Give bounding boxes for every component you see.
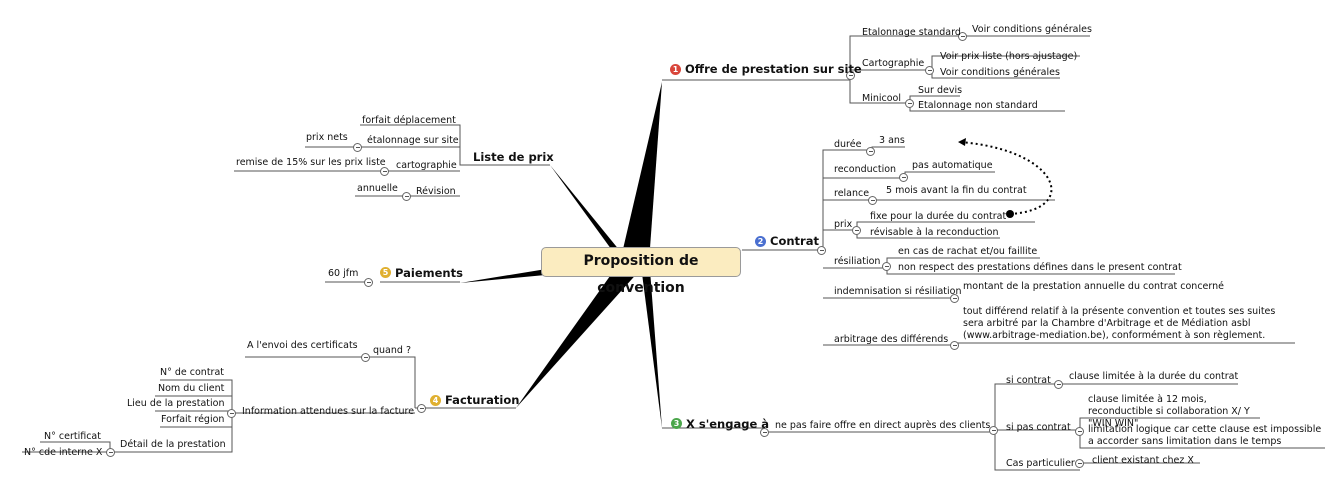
subtopic-si-pas-contrat-12mois[interactable]: clause limitée à 12 mois, reconductible …: [1088, 394, 1250, 429]
subtopic-minicool-nonstandard[interactable]: Etalonnage non standard: [918, 100, 1038, 111]
topic-facturation[interactable]: Facturation: [445, 393, 520, 407]
subtopic-minicool-devis[interactable]: Sur devis: [918, 85, 963, 96]
topic-paiements[interactable]: Paiements: [395, 266, 463, 280]
subtopic-arbitrage-text[interactable]: tout différend relatif à la présente con…: [963, 306, 1276, 341]
collapse-toggle[interactable]: [361, 353, 370, 362]
subtopic-reconduction-value[interactable]: pas automatique: [912, 160, 993, 171]
relation-arrowhead: [958, 138, 966, 146]
badge-3: 3: [671, 418, 682, 429]
relation-arrow: [959, 141, 1053, 215]
collapse-toggle[interactable]: [417, 404, 426, 413]
collapse-toggle[interactable]: [1075, 459, 1084, 468]
collapse-toggle[interactable]: [950, 294, 959, 303]
subtopic-information[interactable]: Information attendues sur la facture: [242, 406, 415, 417]
subtopic-si-pas-contrat-limitation[interactable]: limitation logique car cette clause est …: [1088, 424, 1322, 447]
collapse-toggle[interactable]: [1075, 427, 1084, 436]
badge-4: 4: [430, 395, 441, 406]
collapse-toggle[interactable]: [958, 32, 967, 41]
subtopic-forfait-deplacement[interactable]: forfait déplacement: [362, 115, 456, 126]
collapse-toggle[interactable]: [866, 147, 875, 156]
subtopic-etalonnage-detail[interactable]: Voir conditions générales: [972, 24, 1092, 35]
subtopic-prix-fixe[interactable]: fixe pour la durée du contrat: [870, 211, 1007, 222]
subtopic-prix-revisable[interactable]: révisable à la reconduction: [870, 227, 999, 238]
subtopic-si-contrat[interactable]: si contrat: [1006, 375, 1051, 386]
subtopic-prix[interactable]: prix: [834, 219, 853, 230]
collapse-toggle[interactable]: [380, 167, 389, 176]
relation-end-dot: [1006, 210, 1014, 218]
subtopic-info-item[interactable]: N° de contrat: [160, 367, 225, 378]
collapse-toggle[interactable]: [106, 448, 115, 457]
subtopic-etalonnage-site[interactable]: étalonnage sur site: [367, 135, 459, 146]
collapse-toggle[interactable]: [852, 226, 861, 235]
topic-liste-de-prix[interactable]: Liste de prix: [473, 150, 554, 164]
topic-offre-prestation[interactable]: Offre de prestation sur site: [685, 62, 862, 76]
subtopic-detail-item[interactable]: N° certificat: [44, 431, 101, 442]
subtopic-duree-value[interactable]: 3 ans: [879, 135, 905, 146]
collapse-toggle[interactable]: [817, 246, 826, 255]
subtopic-cas-particulier[interactable]: Cas particulier: [1006, 458, 1075, 469]
subtopic-quand-value[interactable]: A l'envoi des certificats: [247, 340, 358, 351]
subtopic-resiliation-rachat[interactable]: en cas de rachat et/ou faillite: [898, 246, 1038, 257]
subtopic-reconduction[interactable]: reconduction: [834, 164, 897, 175]
subtopic-resiliation[interactable]: résiliation: [834, 256, 881, 267]
subtopic-cartographie-prix[interactable]: cartographie: [396, 160, 457, 171]
subtopic-info-item[interactable]: Nom du client: [158, 383, 225, 394]
subtopic-minicool[interactable]: Minicool: [862, 93, 901, 104]
subtopic-carto-conditions[interactable]: Voir conditions générales: [940, 67, 1060, 78]
badge-1: 1: [670, 64, 681, 75]
subtopic-si-pas-contrat[interactable]: si pas contrat: [1006, 422, 1071, 433]
collapse-toggle[interactable]: [950, 341, 959, 350]
subtopic-resiliation-nonrespect[interactable]: non respect des prestations défines dans…: [898, 262, 1182, 273]
subtopic-relance-value[interactable]: 5 mois avant la fin du contrat: [886, 185, 1027, 196]
subtopic-prix-nets[interactable]: prix nets: [306, 132, 348, 143]
topic-contrat[interactable]: Contrat: [770, 234, 819, 248]
subtopic-duree[interactable]: durée: [834, 139, 862, 150]
topic-x-sengage[interactable]: X s'engage à: [686, 417, 770, 431]
subtopic-60-jfm[interactable]: 60 jfm: [328, 268, 359, 279]
collapse-toggle[interactable]: [1054, 380, 1063, 389]
subtopic-indemnisation[interactable]: indemnisation si résiliation: [834, 286, 962, 297]
badge-2: 2: [755, 236, 766, 247]
collapse-toggle[interactable]: [989, 426, 998, 435]
badge-5: 5: [380, 267, 391, 278]
subtopic-remise[interactable]: remise de 15% sur les prix liste: [236, 157, 386, 168]
subtopic-arbitrage[interactable]: arbitrage des différends: [834, 334, 949, 345]
collapse-toggle[interactable]: [905, 99, 914, 108]
subtopic-client-existant[interactable]: client existant chez X: [1092, 455, 1194, 466]
collapse-toggle[interactable]: [402, 192, 411, 201]
collapse-toggle[interactable]: [227, 409, 236, 418]
subtopic-info-item[interactable]: Lieu de la prestation: [127, 398, 225, 409]
subtopic-indemnisation-value[interactable]: montant de la prestation annuelle du con…: [963, 281, 1224, 292]
subtopic-ne-pas-faire-offre[interactable]: ne pas faire offre en direct auprès des …: [775, 420, 991, 431]
subtopic-detail-prestation[interactable]: Détail de la prestation: [120, 439, 226, 450]
subtopic-carto-prix[interactable]: Voir prix liste (hors ajustage): [940, 51, 1078, 62]
subtopic-quand[interactable]: quand ?: [373, 345, 411, 356]
subtopic-cartographie[interactable]: Cartographie: [862, 58, 925, 69]
subtopic-info-item[interactable]: Forfait région: [161, 414, 225, 425]
subtopic-annuelle[interactable]: annuelle: [357, 183, 398, 194]
collapse-toggle[interactable]: [925, 66, 934, 75]
subtopic-detail-item[interactable]: N° cde interne X: [24, 447, 103, 458]
collapse-toggle[interactable]: [868, 196, 877, 205]
collapse-toggle[interactable]: [846, 71, 855, 80]
subtopic-si-contrat-value[interactable]: clause limitée à la durée du contrat: [1069, 371, 1239, 382]
collapse-toggle[interactable]: [353, 143, 362, 152]
collapse-toggle[interactable]: [882, 262, 891, 271]
collapse-toggle[interactable]: [899, 173, 908, 182]
subtopic-etalonnage-standard[interactable]: Etalonnage standard: [862, 27, 961, 38]
collapse-toggle[interactable]: [760, 428, 769, 437]
central-topic[interactable]: Proposition de convention: [541, 247, 741, 296]
subtopic-relance[interactable]: relance: [834, 188, 870, 199]
subtopic-revision[interactable]: Révision: [416, 186, 456, 197]
collapse-toggle[interactable]: [364, 278, 373, 287]
